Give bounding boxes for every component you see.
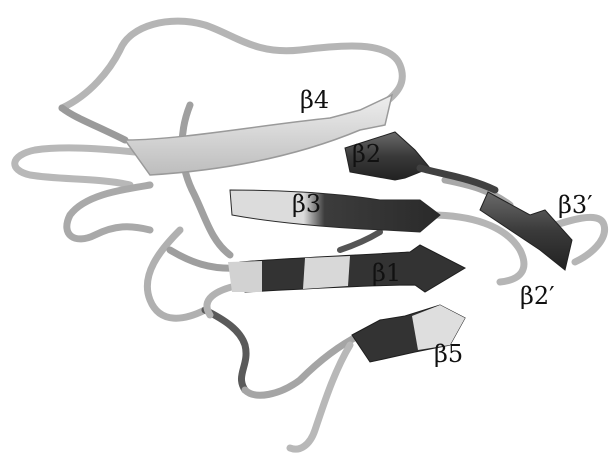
label-beta4: β4 (300, 86, 329, 114)
label-beta3: β3 (292, 190, 321, 218)
label-beta5: β5 (434, 340, 463, 368)
strand-beta1 (240, 245, 465, 292)
strand-beta3 (230, 190, 440, 232)
strand-beta1-light-band (303, 256, 350, 289)
label-beta3-prime: β3′ (558, 191, 593, 219)
label-beta1: β1 (372, 259, 401, 287)
strand-beta1-light-tail (228, 261, 262, 292)
label-beta2-prime: β2′ (520, 282, 555, 310)
label-beta2: β2 (352, 140, 381, 168)
